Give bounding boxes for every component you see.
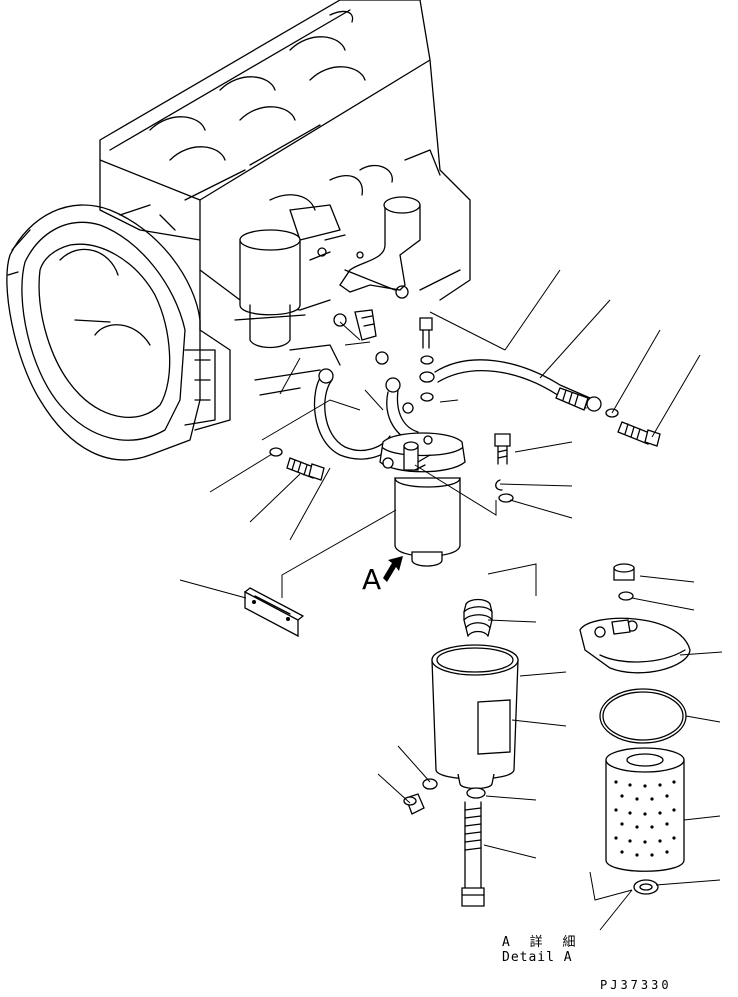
element-perforations xyxy=(614,780,676,857)
detail-a-parts xyxy=(403,563,691,907)
detail-a-caption-en: Detail A xyxy=(502,950,573,965)
view-a-label: A xyxy=(362,563,382,596)
drawing-number: PJ37330 xyxy=(600,978,672,992)
leader-lines xyxy=(179,269,723,931)
engine-block xyxy=(99,0,471,431)
detail-a-caption-jp: A 詳 細 xyxy=(502,935,582,950)
fuel-filter-assembly xyxy=(244,309,661,638)
flywheel-housing xyxy=(6,204,216,461)
